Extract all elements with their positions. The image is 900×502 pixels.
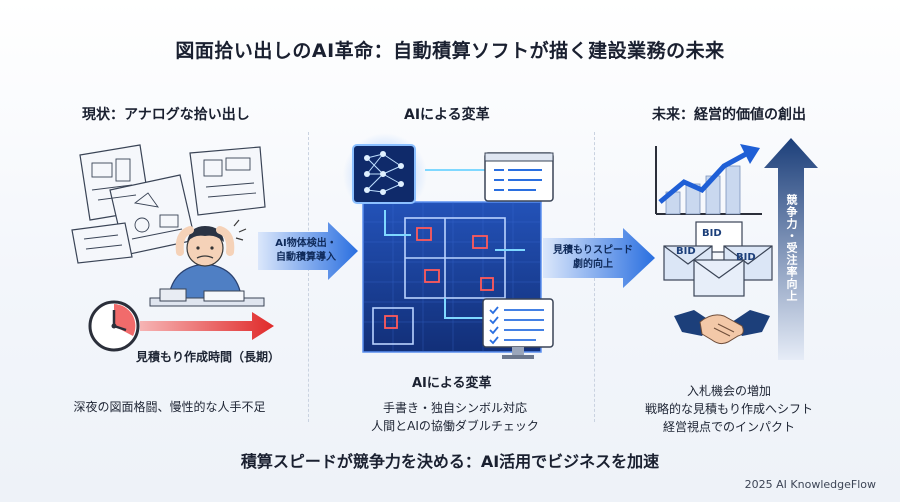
arrow1-line2: 自動積算導入 xyxy=(276,252,336,263)
middle-caption-line1: 手書き・独自シンボル対応 xyxy=(382,401,527,415)
bid-label-right: BID xyxy=(736,252,756,263)
arrow2-line1: 見積もりスピード xyxy=(553,245,633,256)
middle-heading: AIによる変革 xyxy=(404,107,490,123)
arrow1-line1: AI物体検出・ xyxy=(275,238,337,249)
left-heading: 現状：アナログな拾い出し xyxy=(82,107,250,123)
arrow2-line2: 劇的向上 xyxy=(573,259,613,270)
competitiveness-up-arrow xyxy=(764,138,818,360)
transition-arrow-1 xyxy=(258,222,358,280)
copyright: 2025 AI KnowledgeFlow xyxy=(744,478,876,491)
time-red-arrow xyxy=(140,312,274,340)
page-title: 図面拾い出しのAI革命：自動積算ソフトが描く建設業務の未来 xyxy=(175,40,725,62)
neural-network-icon xyxy=(353,145,354,146)
middle-caption-line2: 人間とAIの協働ダブルチェック xyxy=(371,419,539,433)
arrow2-label: 見積もりスピード 劇的向上 xyxy=(548,244,638,272)
middle-sub-heading: AIによる変革 xyxy=(412,376,492,391)
bid-label-top: BID xyxy=(702,228,722,239)
middle-caption: 手書き・独自シンボル対応 人間とAIの協働ダブルチェック xyxy=(360,399,550,435)
bottom-message: 積算スピードが競争力を決める：AI活用でビジネスを加速 xyxy=(240,452,660,471)
growth-chart-icon xyxy=(655,144,762,215)
right-caption: 入札機会の増加 戦略的な見積もり作成へシフト 経営視点でのインパクト xyxy=(624,382,834,436)
arrow1-label: AI物体検出・ 自動積算導入 xyxy=(266,237,346,265)
right-heading: 未来：経営的価値の創出 xyxy=(652,107,806,123)
right-caption-line3: 経営視点でのインパクト xyxy=(662,420,795,434)
bid-label-left: BID xyxy=(676,246,696,257)
right-caption-line2: 戦略的な見積もり作成へシフト xyxy=(644,402,813,416)
timer-label: 見積もり作成時間（長期） xyxy=(136,350,281,364)
desk-icon xyxy=(149,288,265,307)
divider-left xyxy=(308,132,309,422)
monitor-icon xyxy=(484,152,554,202)
vertical-label: 競争力・受注率向上 xyxy=(785,194,798,302)
blueprint-sheets-icon xyxy=(71,144,266,264)
checklist-monitor-icon xyxy=(482,298,554,359)
clock-icon xyxy=(88,300,140,352)
left-caption: 深夜の図面格闘、慢性的な人手不足 xyxy=(73,400,266,414)
bid-envelope-icon xyxy=(663,221,773,297)
right-caption-line1: 入札機会の増加 xyxy=(686,384,771,398)
transition-arrow-2 xyxy=(543,228,655,288)
handshake-icon xyxy=(674,310,770,345)
